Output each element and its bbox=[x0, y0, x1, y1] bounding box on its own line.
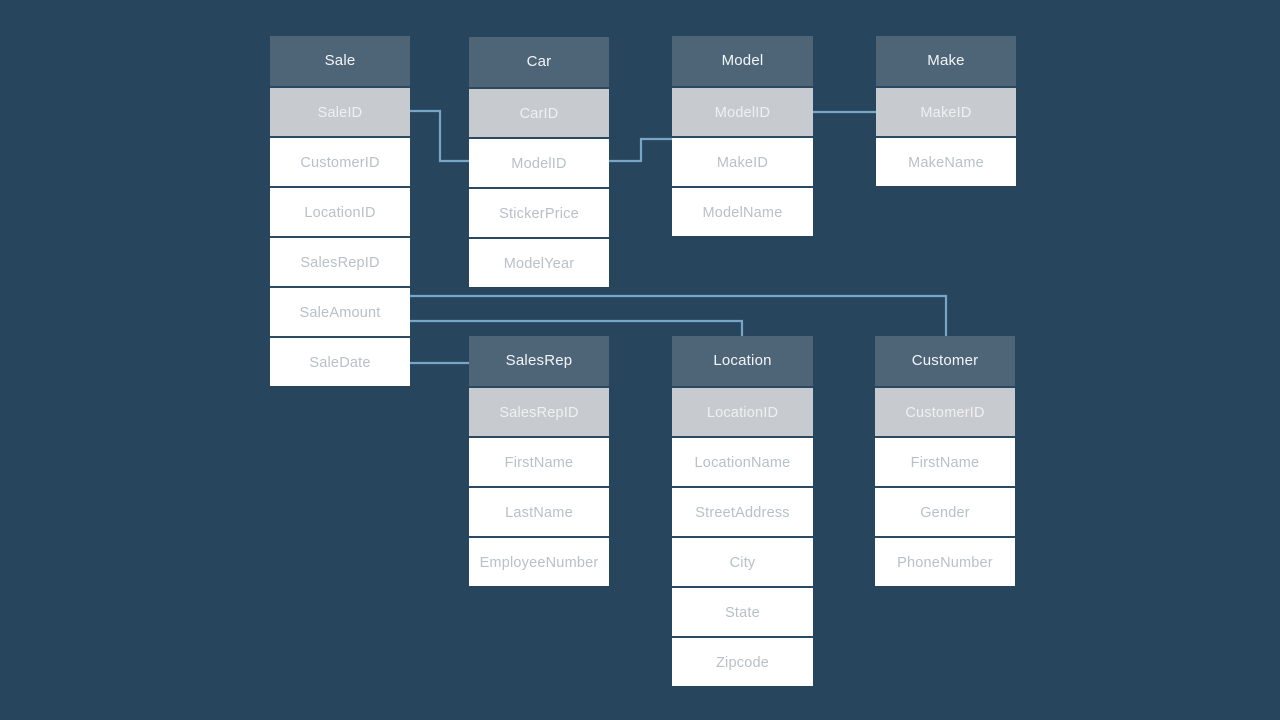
primary-key-field-saleid[interactable]: SaleID bbox=[270, 86, 410, 136]
primary-key-field-salesrepid[interactable]: SalesRepID bbox=[469, 386, 609, 436]
entity-title-customer: Customer bbox=[875, 336, 1015, 386]
entity-title-make: Make bbox=[876, 36, 1016, 86]
field-salesrepid[interactable]: SalesRepID bbox=[270, 236, 410, 286]
field-state[interactable]: State bbox=[672, 586, 813, 636]
field-stickerprice[interactable]: StickerPrice bbox=[469, 187, 609, 237]
primary-key-field-makeid[interactable]: MakeID bbox=[876, 86, 1016, 136]
field-modelid[interactable]: ModelID bbox=[469, 137, 609, 187]
field-locationid[interactable]: LocationID bbox=[270, 186, 410, 236]
entity-title-location: Location bbox=[672, 336, 813, 386]
entity-title-car: Car bbox=[469, 37, 609, 87]
field-gender[interactable]: Gender bbox=[875, 486, 1015, 536]
field-makeid[interactable]: MakeID bbox=[672, 136, 813, 186]
field-saledate[interactable]: SaleDate bbox=[270, 336, 410, 386]
field-employeenumber[interactable]: EmployeeNumber bbox=[469, 536, 609, 586]
field-makename[interactable]: MakeName bbox=[876, 136, 1016, 186]
field-customerid[interactable]: CustomerID bbox=[270, 136, 410, 186]
primary-key-field-modelid[interactable]: ModelID bbox=[672, 86, 813, 136]
field-zipcode[interactable]: Zipcode bbox=[672, 636, 813, 686]
primary-key-field-locationid[interactable]: LocationID bbox=[672, 386, 813, 436]
entity-title-sale: Sale bbox=[270, 36, 410, 86]
connector-sale-to-car bbox=[410, 109, 470, 163]
field-streetaddress[interactable]: StreetAddress bbox=[672, 486, 813, 536]
entity-title-salesrep: SalesRep bbox=[469, 336, 609, 386]
entity-title-model: Model bbox=[672, 36, 813, 86]
field-firstname[interactable]: FirstName bbox=[469, 436, 609, 486]
field-locationname[interactable]: LocationName bbox=[672, 436, 813, 486]
connector-car-to-model bbox=[609, 137, 673, 163]
field-lastname[interactable]: LastName bbox=[469, 486, 609, 536]
primary-key-field-carid[interactable]: CarID bbox=[469, 87, 609, 137]
field-saleamount[interactable]: SaleAmount bbox=[270, 286, 410, 336]
field-city[interactable]: City bbox=[672, 536, 813, 586]
field-firstname[interactable]: FirstName bbox=[875, 436, 1015, 486]
field-modelyear[interactable]: ModelYear bbox=[469, 237, 609, 287]
primary-key-field-customerid[interactable]: CustomerID bbox=[875, 386, 1015, 436]
field-modelname[interactable]: ModelName bbox=[672, 186, 813, 236]
field-phonenumber[interactable]: PhoneNumber bbox=[875, 536, 1015, 586]
connector-sale-to-customer bbox=[410, 294, 948, 340]
